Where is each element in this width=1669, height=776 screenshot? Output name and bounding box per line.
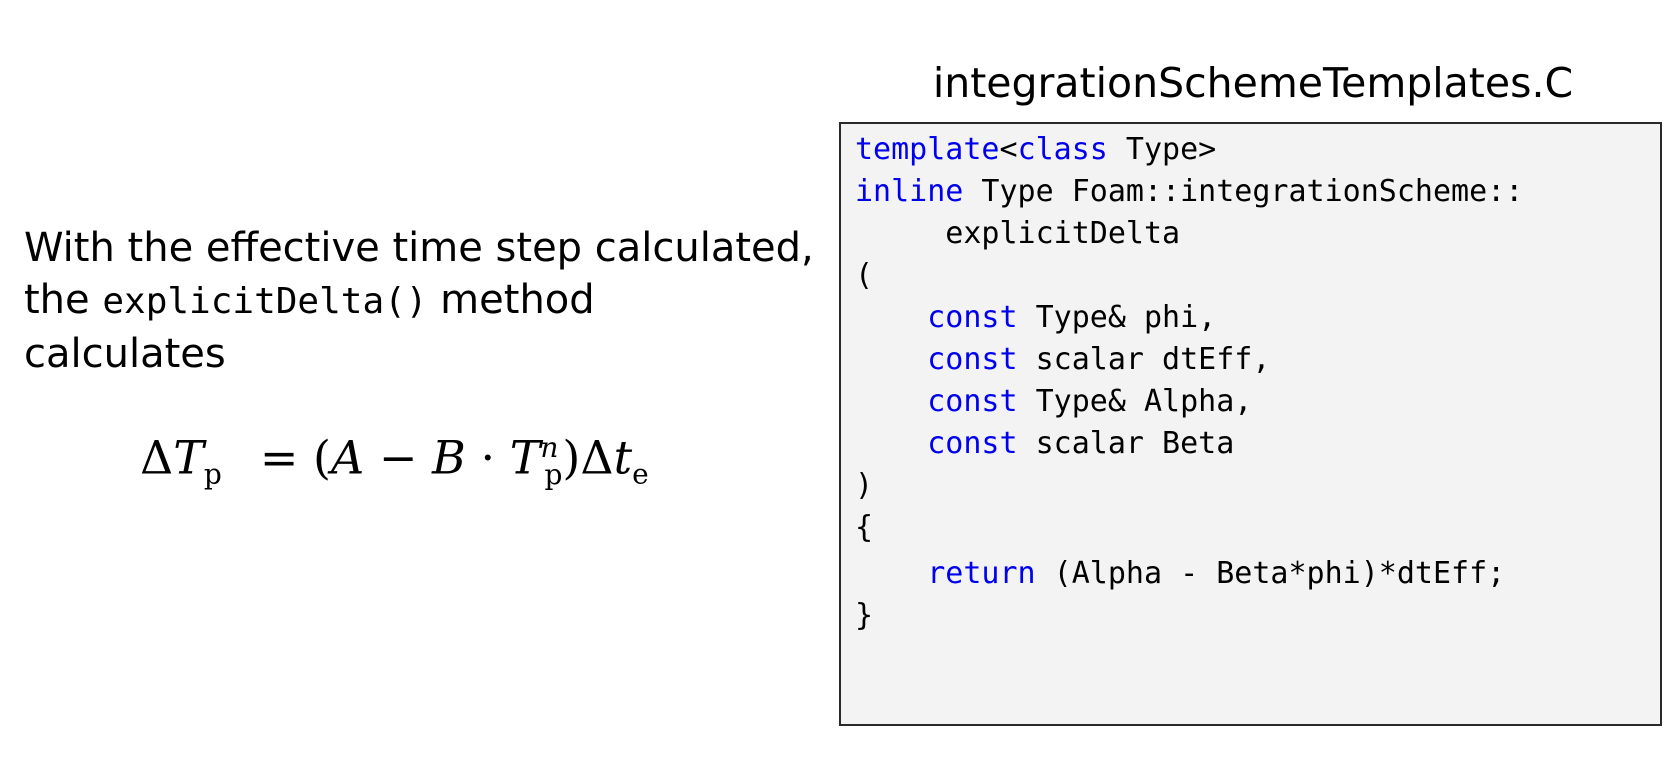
- eq-delta2: Δ: [580, 430, 614, 485]
- eq-sub-p2: p: [544, 457, 563, 491]
- code-line-4: (: [855, 254, 873, 298]
- eq-delta: Δ: [140, 430, 174, 485]
- code-text: (Alpha - Beta*phi)*dtEff;: [1035, 556, 1506, 591]
- code-indent: [855, 300, 927, 335]
- intro-line-1: With the effective time step calculated,: [24, 225, 814, 271]
- eq-sup-n: n: [540, 431, 559, 464]
- code-listing: template<class Type> inline Type Foam::i…: [839, 122, 1662, 726]
- eq-A: A: [330, 430, 365, 485]
- code-line-12: }: [855, 594, 873, 638]
- code-text: (: [855, 258, 874, 293]
- code-line-7: const Type& Alpha,: [855, 380, 1252, 424]
- code-file-title: integrationSchemeTemplates.C: [932, 59, 1574, 107]
- code-text: <: [999, 132, 1018, 167]
- code-keyword: const: [927, 384, 1018, 419]
- code-line-8: const scalar Beta: [855, 422, 1234, 466]
- code-text: ): [855, 468, 874, 503]
- code-line-3: explicitDelta: [855, 212, 1180, 256]
- intro-line-2-prefix: the: [24, 277, 103, 323]
- eq-equals: =: [259, 430, 299, 485]
- eq-open-paren: (: [313, 430, 331, 485]
- eq-T: T: [173, 430, 204, 485]
- code-line-9: ): [855, 464, 873, 508]
- code-text: Type Foam::integrationScheme::: [963, 174, 1524, 209]
- code-line-6: const scalar dtEff,: [855, 338, 1270, 382]
- code-text: scalar dtEff,: [1017, 342, 1271, 377]
- eq-dot: ·: [480, 430, 496, 485]
- code-keyword: return: [927, 556, 1036, 591]
- code-indent: [855, 342, 927, 377]
- code-text: Type& phi,: [1017, 300, 1217, 335]
- intro-line-2-suffix: method: [427, 277, 595, 323]
- eq-sub-p: p: [203, 457, 222, 491]
- code-indent: [855, 426, 927, 461]
- code-line-5: const Type& phi,: [855, 296, 1216, 340]
- eq-t: t: [613, 430, 633, 485]
- eq-T2: T: [509, 430, 541, 485]
- code-keyword: inline: [855, 174, 964, 209]
- method-name: explicitDelta(): [102, 281, 428, 322]
- intro-line-3: calculates: [24, 331, 226, 377]
- code-line-1: template<class Type>: [855, 128, 1216, 172]
- code-text: Type>: [1107, 132, 1217, 167]
- equation: ΔTp= (A − B · Tnp)Δte: [140, 418, 649, 505]
- code-keyword: const: [927, 426, 1018, 461]
- code-indent: [855, 384, 927, 419]
- code-indent: [855, 556, 927, 591]
- code-text: {: [855, 510, 874, 545]
- code-keyword: template: [855, 132, 1000, 167]
- code-keyword: class: [1017, 132, 1108, 167]
- eq-minus: −: [378, 430, 418, 485]
- code-text: Type& Alpha,: [1017, 384, 1253, 419]
- code-text: explicitDelta: [855, 216, 1181, 251]
- code-line-2: inline Type Foam::integrationScheme::: [855, 170, 1523, 214]
- eq-sub-e: e: [632, 457, 649, 491]
- code-keyword: const: [927, 300, 1018, 335]
- code-line-10: {: [855, 506, 873, 550]
- code-text: }: [855, 598, 874, 633]
- eq-close-paren: ): [562, 430, 581, 485]
- code-text: scalar Beta: [1017, 426, 1235, 461]
- eq-B: B: [432, 430, 466, 485]
- intro-paragraph: With the effective time step calculated,…: [24, 222, 814, 380]
- code-keyword: const: [927, 342, 1018, 377]
- code-line-11: return (Alpha - Beta*phi)*dtEff;: [855, 552, 1505, 596]
- intro-line-2: the explicitDelta() method: [24, 274, 794, 328]
